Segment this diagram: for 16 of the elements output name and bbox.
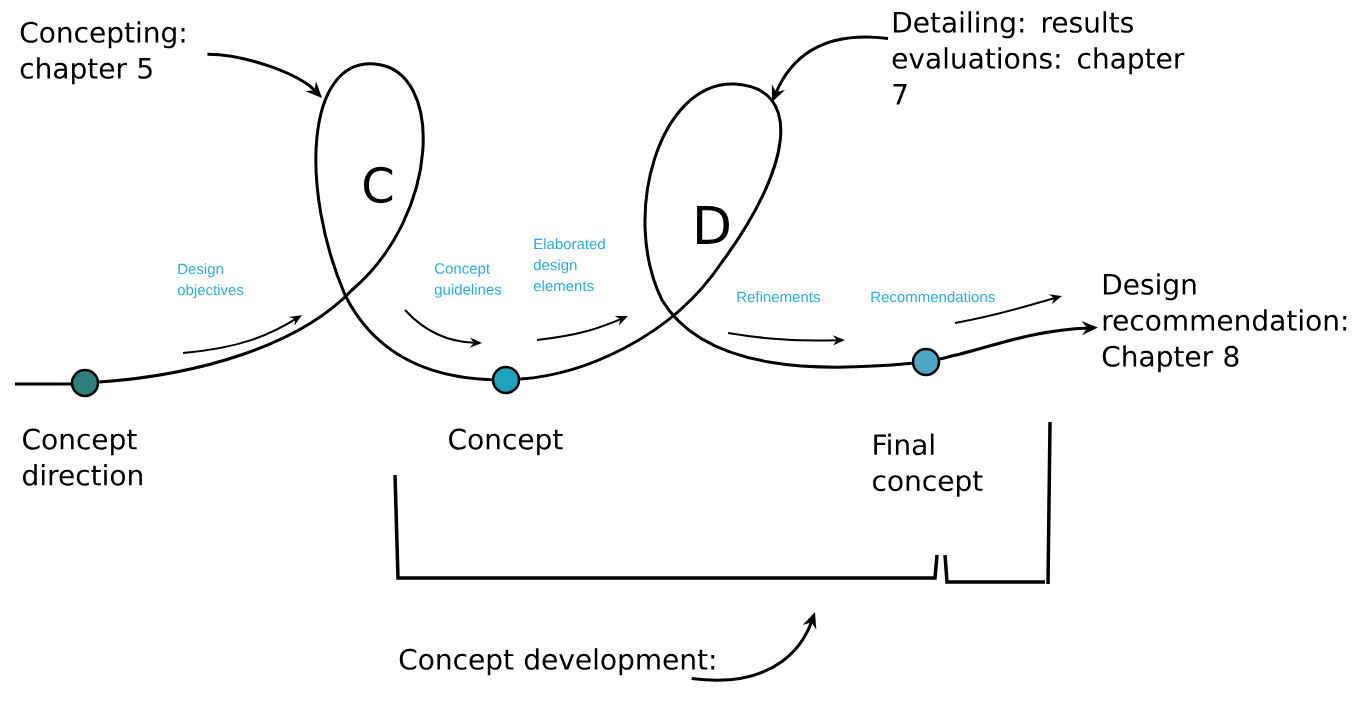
handwritten-label: Design recommendation: Chapter 8 xyxy=(1102,273,1347,373)
loop-letter: C xyxy=(363,166,393,204)
step-label: Refinements xyxy=(737,291,820,303)
step-label: Elaborated design elements xyxy=(533,238,605,292)
step-label: Concept guidelines xyxy=(434,263,502,298)
curve-line xyxy=(99,62,492,384)
step-label: Design objectives xyxy=(177,263,244,299)
node-caption: Concept direction xyxy=(23,428,142,486)
node-caption: Final concept xyxy=(873,433,983,497)
handwritten-label: Concept development: xyxy=(399,648,715,676)
loop-letter: D xyxy=(697,206,729,244)
handwritten-label: Concepting: chapter 5 xyxy=(20,21,185,85)
curve-line xyxy=(520,82,912,381)
node-caption: Concept xyxy=(449,428,563,456)
handwritten-label: Detailing: results evaluations: chapter 7 xyxy=(892,11,1185,105)
step-label: Recommendations xyxy=(871,291,995,303)
